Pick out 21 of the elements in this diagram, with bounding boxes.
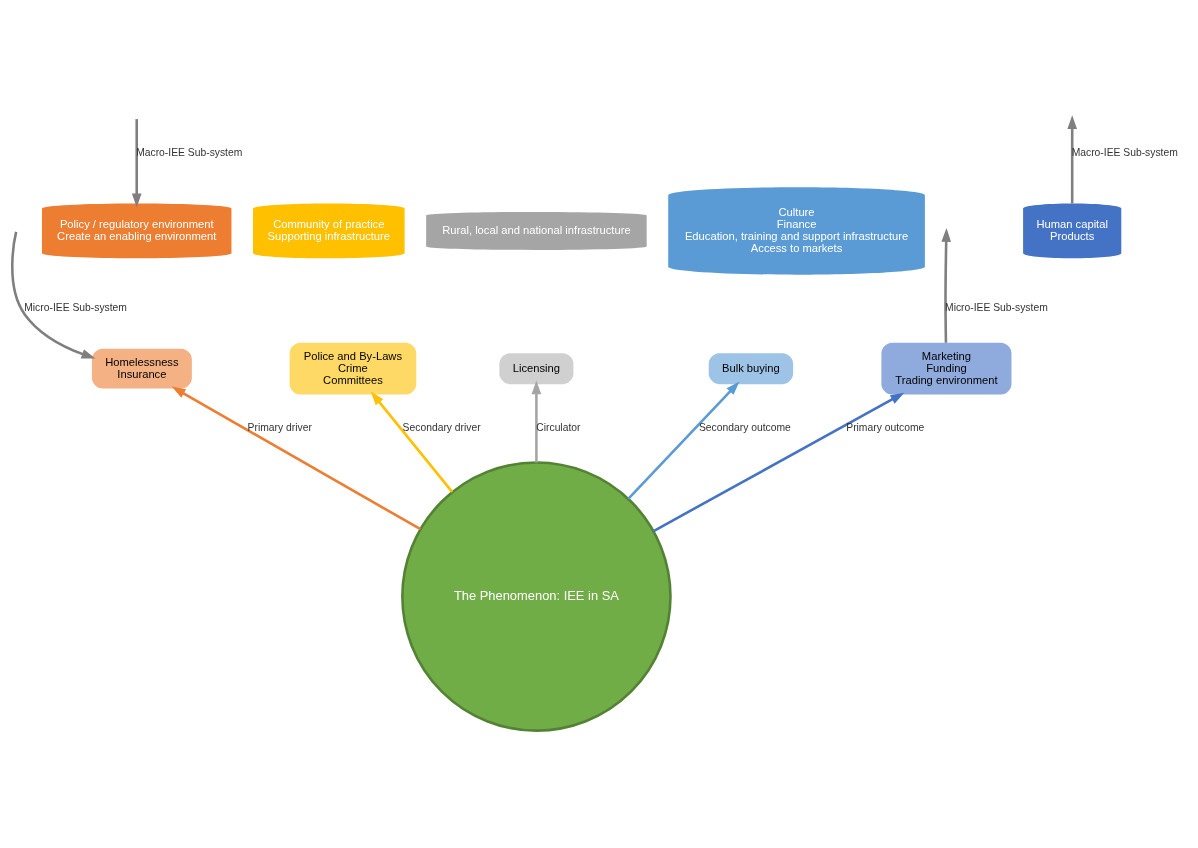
node-box: Marketing Funding Trading environment xyxy=(881,342,1012,394)
edge-label: Secondary driver xyxy=(402,421,481,433)
node-box: Bulk buying xyxy=(708,352,794,384)
arrow xyxy=(627,381,740,500)
arrow xyxy=(131,118,142,207)
edge-label: Secondary outcome xyxy=(698,421,791,433)
arrow xyxy=(11,231,96,359)
node-box: Licensing xyxy=(499,352,574,384)
arrow xyxy=(941,227,952,343)
node-circle: The Phenomenon: IEE in SA xyxy=(401,460,672,732)
node-box: Homelessness Insurance xyxy=(91,348,192,388)
arrow xyxy=(653,392,905,532)
node-box: Police and By-Laws Crime Committees xyxy=(289,342,417,394)
arrow xyxy=(370,391,454,493)
edge-label: Primary outcome xyxy=(846,421,925,433)
arrow xyxy=(1067,114,1078,203)
edge-label: Micro-IEE Sub-system xyxy=(24,301,127,313)
edge-label: Circulator xyxy=(536,421,581,433)
edge-label: Primary driver xyxy=(247,421,312,433)
arrow xyxy=(171,386,422,530)
arrow xyxy=(531,380,542,462)
